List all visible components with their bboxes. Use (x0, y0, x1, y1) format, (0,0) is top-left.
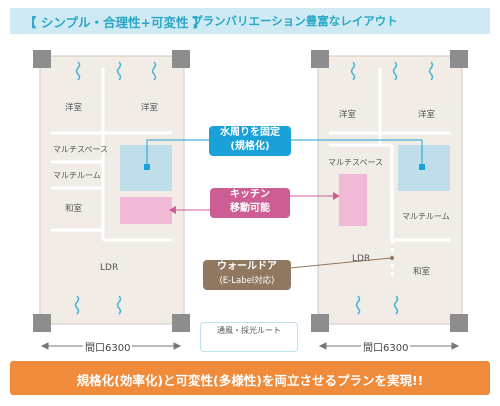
right-room-youshitsu-1: 洋室 (339, 110, 357, 120)
kitchen-block (120, 197, 172, 224)
header-main-title: 【 シンプル・合理性+可変性 】 (24, 15, 206, 30)
footer-banner: 規格化(効率化)と可変性(多様性)を両立させるプランを実現!! (10, 361, 490, 395)
left-room-multi-room: マルチルーム (53, 171, 101, 180)
left-room-washitsu: 和室 (65, 204, 83, 214)
pillar (33, 50, 51, 68)
pillar (33, 314, 51, 332)
pillar (311, 50, 329, 68)
left-room-youshitsu-1: 洋室 (65, 103, 83, 113)
ventilation-legend: 通風・採光ルート (200, 322, 298, 352)
pillar (172, 50, 190, 68)
header-banner: 【 シンプル・合理性+可変性 】 プランバリエーション豊富なレイアウト (10, 8, 490, 34)
kitchen-callout-line2: 移動可能 (230, 203, 270, 214)
left-room-multi-space: マルチスペース (53, 145, 109, 154)
right-room-washitsu: 和室 (413, 267, 431, 277)
pillar (450, 314, 468, 332)
left-width-label: 間口6300 (83, 339, 133, 354)
walldoor-connector (289, 257, 392, 269)
header-subtitle: プランバリエーション豊富なレイアウト (191, 14, 398, 28)
right-floor-plan (311, 50, 468, 332)
water-connector (146, 139, 423, 167)
left-floor-plan (33, 50, 190, 332)
kitchen-block (339, 174, 367, 226)
pillar (172, 314, 190, 332)
water-callout-line1: 水周りを固定 (220, 127, 280, 138)
right-room-multi-room: マルチルーム (402, 212, 450, 221)
kitchen-connector (173, 195, 337, 211)
left-room-youshitsu-2: 洋室 (141, 103, 159, 113)
right-room-ldr: LDR (352, 254, 371, 264)
legend-title: 通風・採光ルート (217, 326, 281, 335)
walldoor-callout-line1: ウォールドア (217, 261, 277, 272)
kitchen-movable-callout: キッチン 移動可能 (210, 188, 290, 218)
kitchen-callout-line1: キッチン (230, 189, 270, 200)
pillar (311, 314, 329, 332)
walldoor-callout-line2: (E-Label対応) (219, 276, 275, 286)
right-room-multi-space: マルチスペース (328, 158, 384, 167)
right-width-label: 間口6300 (361, 339, 411, 354)
left-room-ldr: LDR (100, 263, 119, 273)
wind-route-marks (74, 61, 434, 315)
water-fixed-callout: 水周りを固定 (規格化) (209, 126, 291, 156)
water-callout-line2: (規格化) (230, 141, 270, 152)
pillar (450, 50, 468, 68)
footer-text: 規格化(効率化)と可変性(多様性)を両立させるプランを実現!! (76, 373, 424, 388)
wall-door-callout: ウォールドア (E-Label対応) (203, 260, 291, 290)
right-room-youshitsu-2: 洋室 (418, 110, 436, 120)
